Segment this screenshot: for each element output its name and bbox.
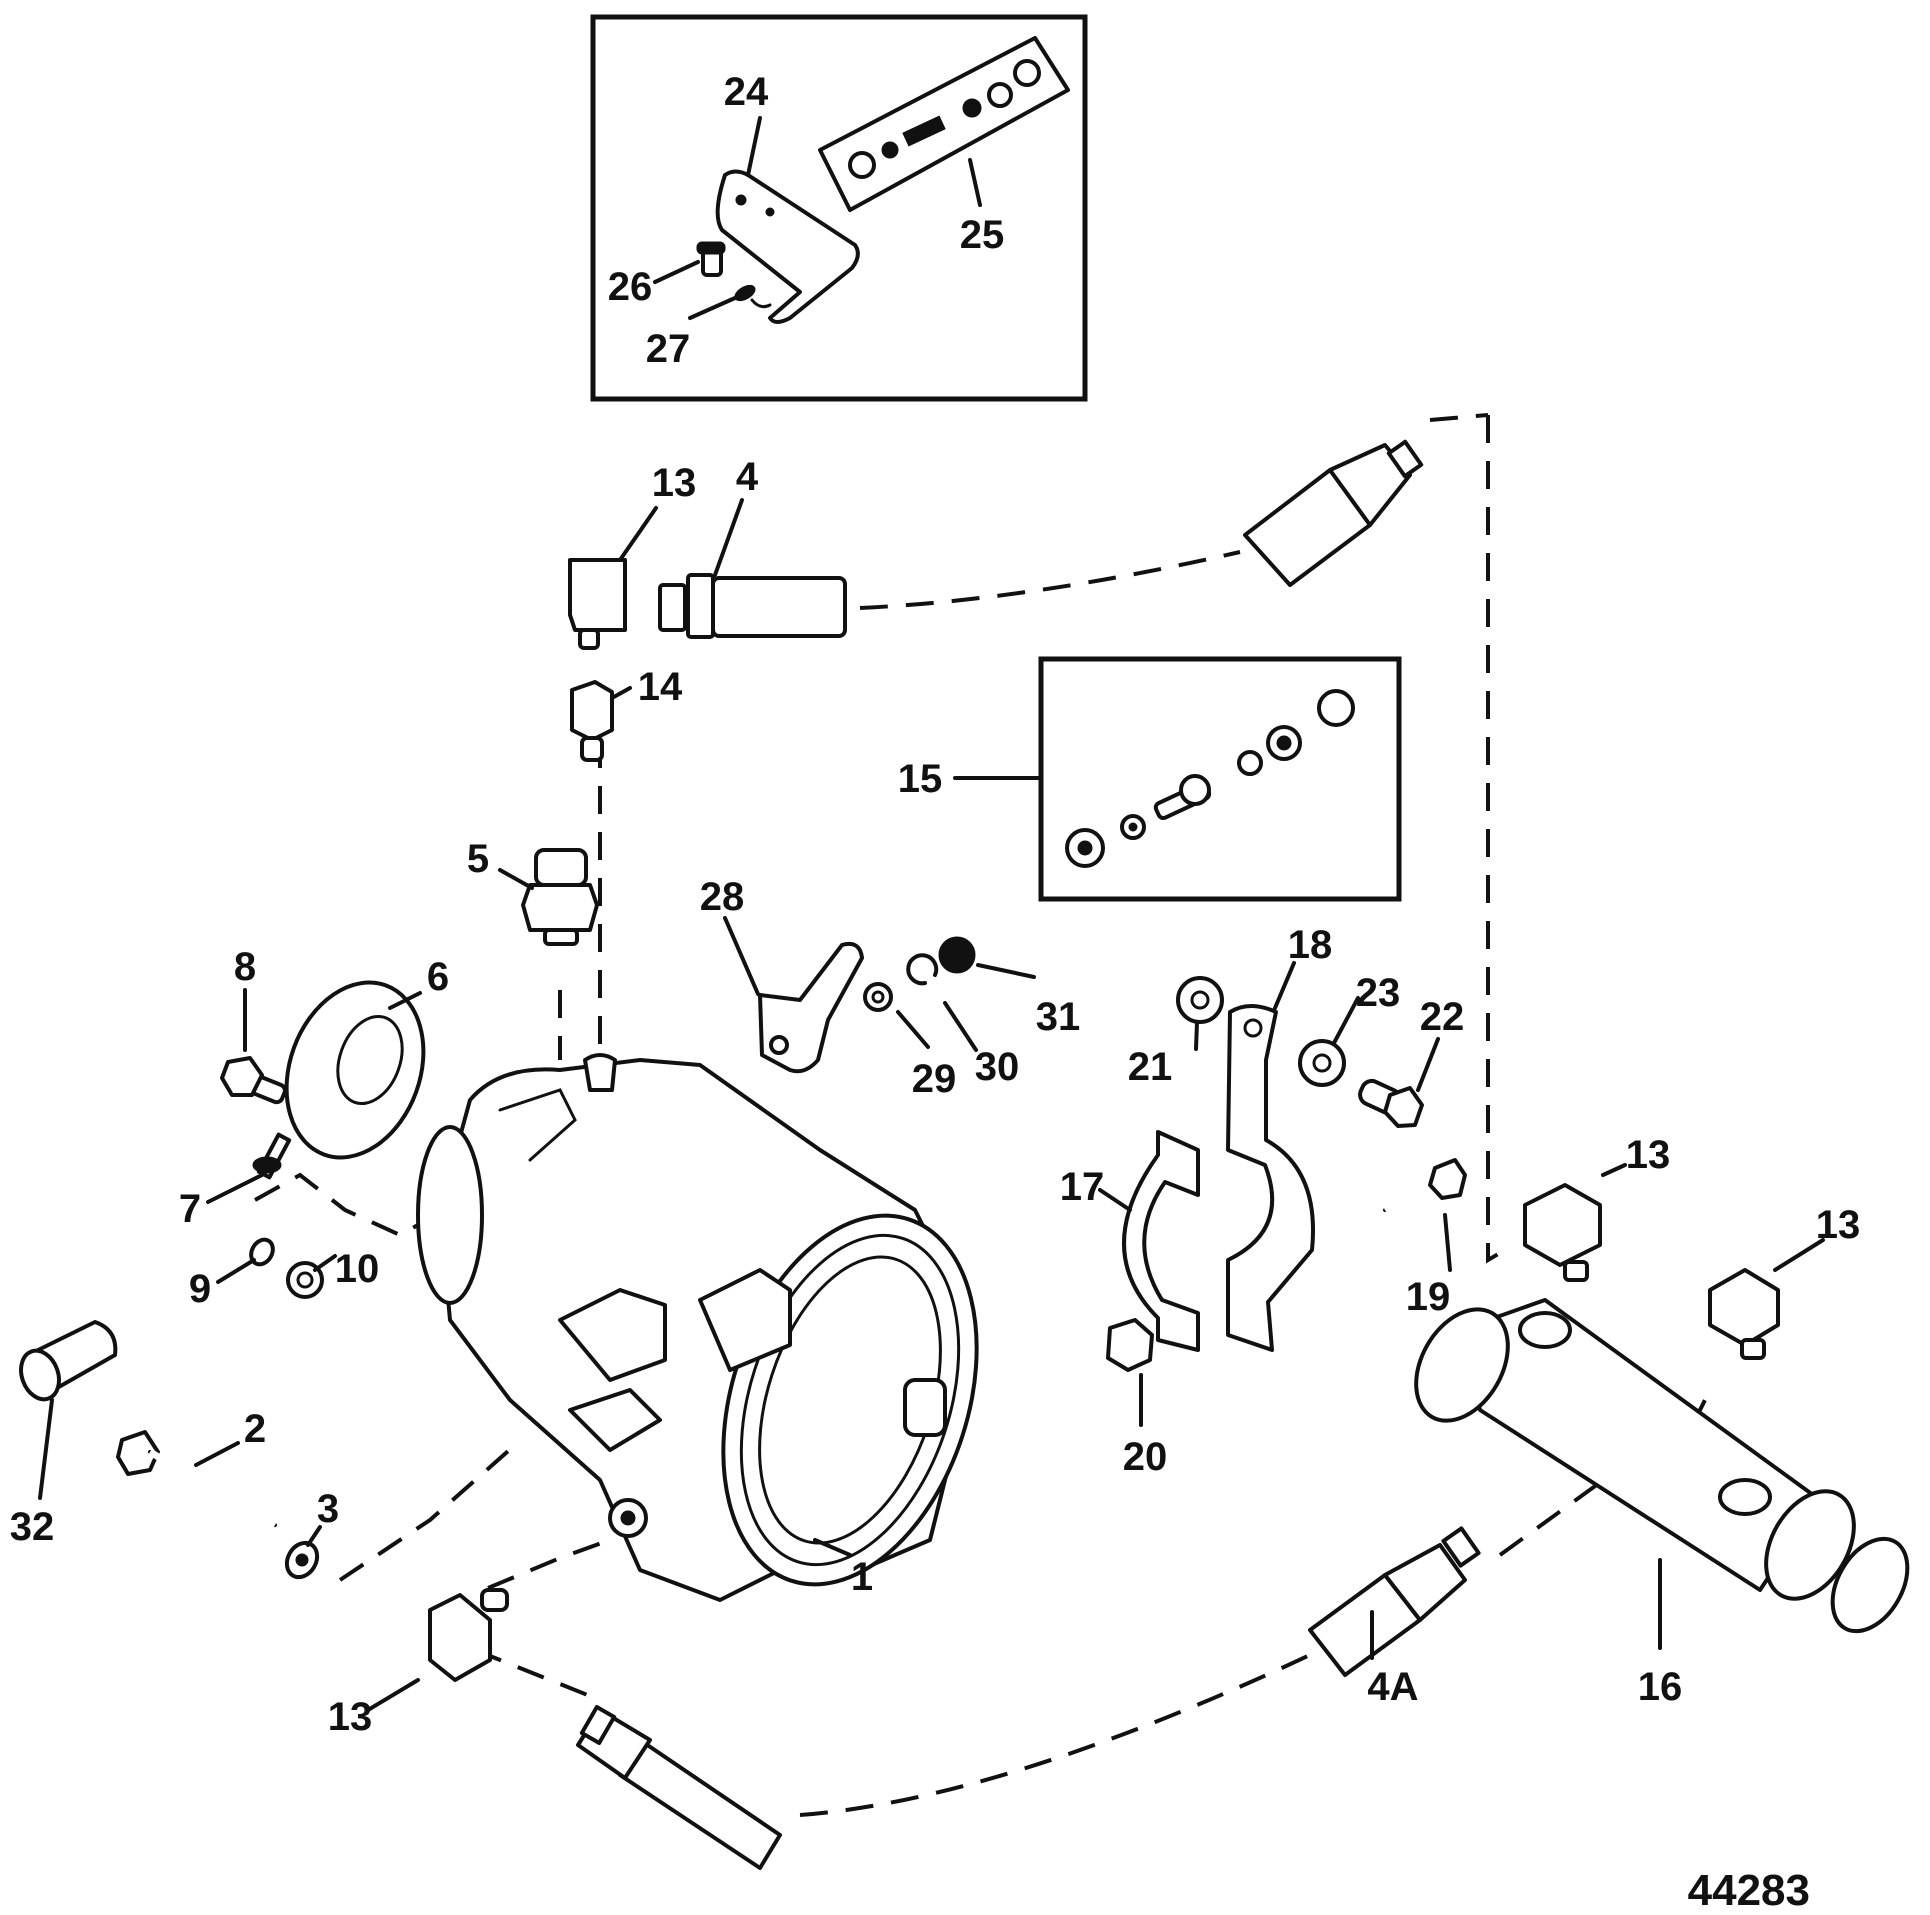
bolt-22 [1358, 1078, 1424, 1128]
callout-13-bottom: 13 [328, 1695, 373, 1739]
leader-lines [38, 116, 1825, 1712]
bolt-2 [116, 1430, 277, 1529]
dash-27 [750, 298, 772, 309]
callout-6: 6 [427, 955, 449, 999]
callout-5: 5 [467, 837, 489, 881]
sender-4 [658, 573, 847, 639]
callout-32: 32 [10, 1505, 55, 1549]
callout-18: 18 [1288, 923, 1333, 967]
callout-30: 30 [975, 1045, 1020, 1089]
figure-number: 44283 [1688, 1866, 1810, 1915]
nut-31 [938, 936, 976, 974]
elbow-fitting-13-right [1523, 1183, 1602, 1282]
sender-4-upper-right [1243, 439, 1424, 587]
elbow-fitting-13-top [568, 558, 627, 650]
heat-exchanger-16 [1414, 1298, 1910, 1634]
washer-23 [1298, 1039, 1346, 1087]
callout-2: 2 [244, 1407, 266, 1451]
output-spline [903, 1378, 947, 1437]
nut-20 [1106, 1318, 1154, 1372]
transmission-housing-1 [416, 1053, 979, 1602]
switch-5 [521, 848, 599, 946]
bracket-28 [758, 941, 864, 1074]
callout-10: 10 [335, 1247, 380, 1291]
callout-19: 19 [1406, 1275, 1451, 1319]
nut-10 [286, 1261, 324, 1299]
washer-29 [863, 982, 893, 1012]
callout-21: 21 [1128, 1045, 1173, 1089]
callout-14: 14 [638, 665, 683, 709]
callout-4A: 4A [1367, 1665, 1418, 1709]
callout-13-right: 13 [1626, 1133, 1671, 1177]
callout-7: 7 [179, 1187, 201, 1231]
callout-8: 8 [234, 945, 256, 989]
fitting-14 [570, 680, 614, 762]
bolt-19 [1382, 1158, 1467, 1214]
callout-3: 3 [317, 1487, 339, 1531]
elbow-fitting-13-far-right [1708, 1268, 1780, 1360]
callout-25: 25 [960, 213, 1005, 257]
washer-9 [249, 1237, 275, 1267]
inset-bracket-kit [590, 14, 1088, 402]
bolt-8 [220, 1056, 287, 1105]
lockwasher-30 [906, 953, 939, 986]
elbow-fitting-13-bottom [428, 1588, 509, 1682]
screw-7 [252, 1132, 292, 1180]
callout-31: 31 [1036, 995, 1081, 1039]
washer-21 [1176, 976, 1224, 1024]
sender-4A [1308, 1526, 1481, 1677]
bracket-24 [715, 169, 860, 324]
plug-32 [19, 1320, 118, 1402]
hardware-kit-25 [818, 36, 1070, 212]
callout-13-top: 13 [652, 461, 697, 505]
screw-26 [696, 241, 726, 277]
callout-labels: 24 25 26 27 13 4 14 15 5 6 8 7 9 10 32 2… [10, 70, 1861, 1915]
flange-6 [284, 980, 426, 1160]
callout-17: 17 [1060, 1165, 1105, 1209]
inset-hardware-kit-15 [1038, 656, 1402, 902]
callout-24: 24 [724, 70, 769, 114]
callout-1: 1 [851, 1555, 873, 1599]
callout-27: 27 [646, 327, 691, 371]
callout-13-far-right: 13 [1816, 1203, 1861, 1247]
washer-3 [284, 1540, 320, 1580]
callout-15: 15 [898, 757, 943, 801]
callout-26: 26 [608, 265, 653, 309]
callout-28: 28 [700, 875, 745, 919]
sender-4-bottom [576, 1705, 782, 1870]
callout-20: 20 [1123, 1435, 1168, 1479]
callout-9: 9 [189, 1267, 211, 1311]
callout-22: 22 [1420, 995, 1465, 1039]
callout-23: 23 [1356, 971, 1401, 1015]
clamp-18 [1226, 1004, 1315, 1352]
callout-16: 16 [1638, 1665, 1683, 1709]
callout-4: 4 [736, 455, 759, 499]
callout-29: 29 [912, 1057, 957, 1101]
clamp-17 [1122, 1130, 1200, 1352]
